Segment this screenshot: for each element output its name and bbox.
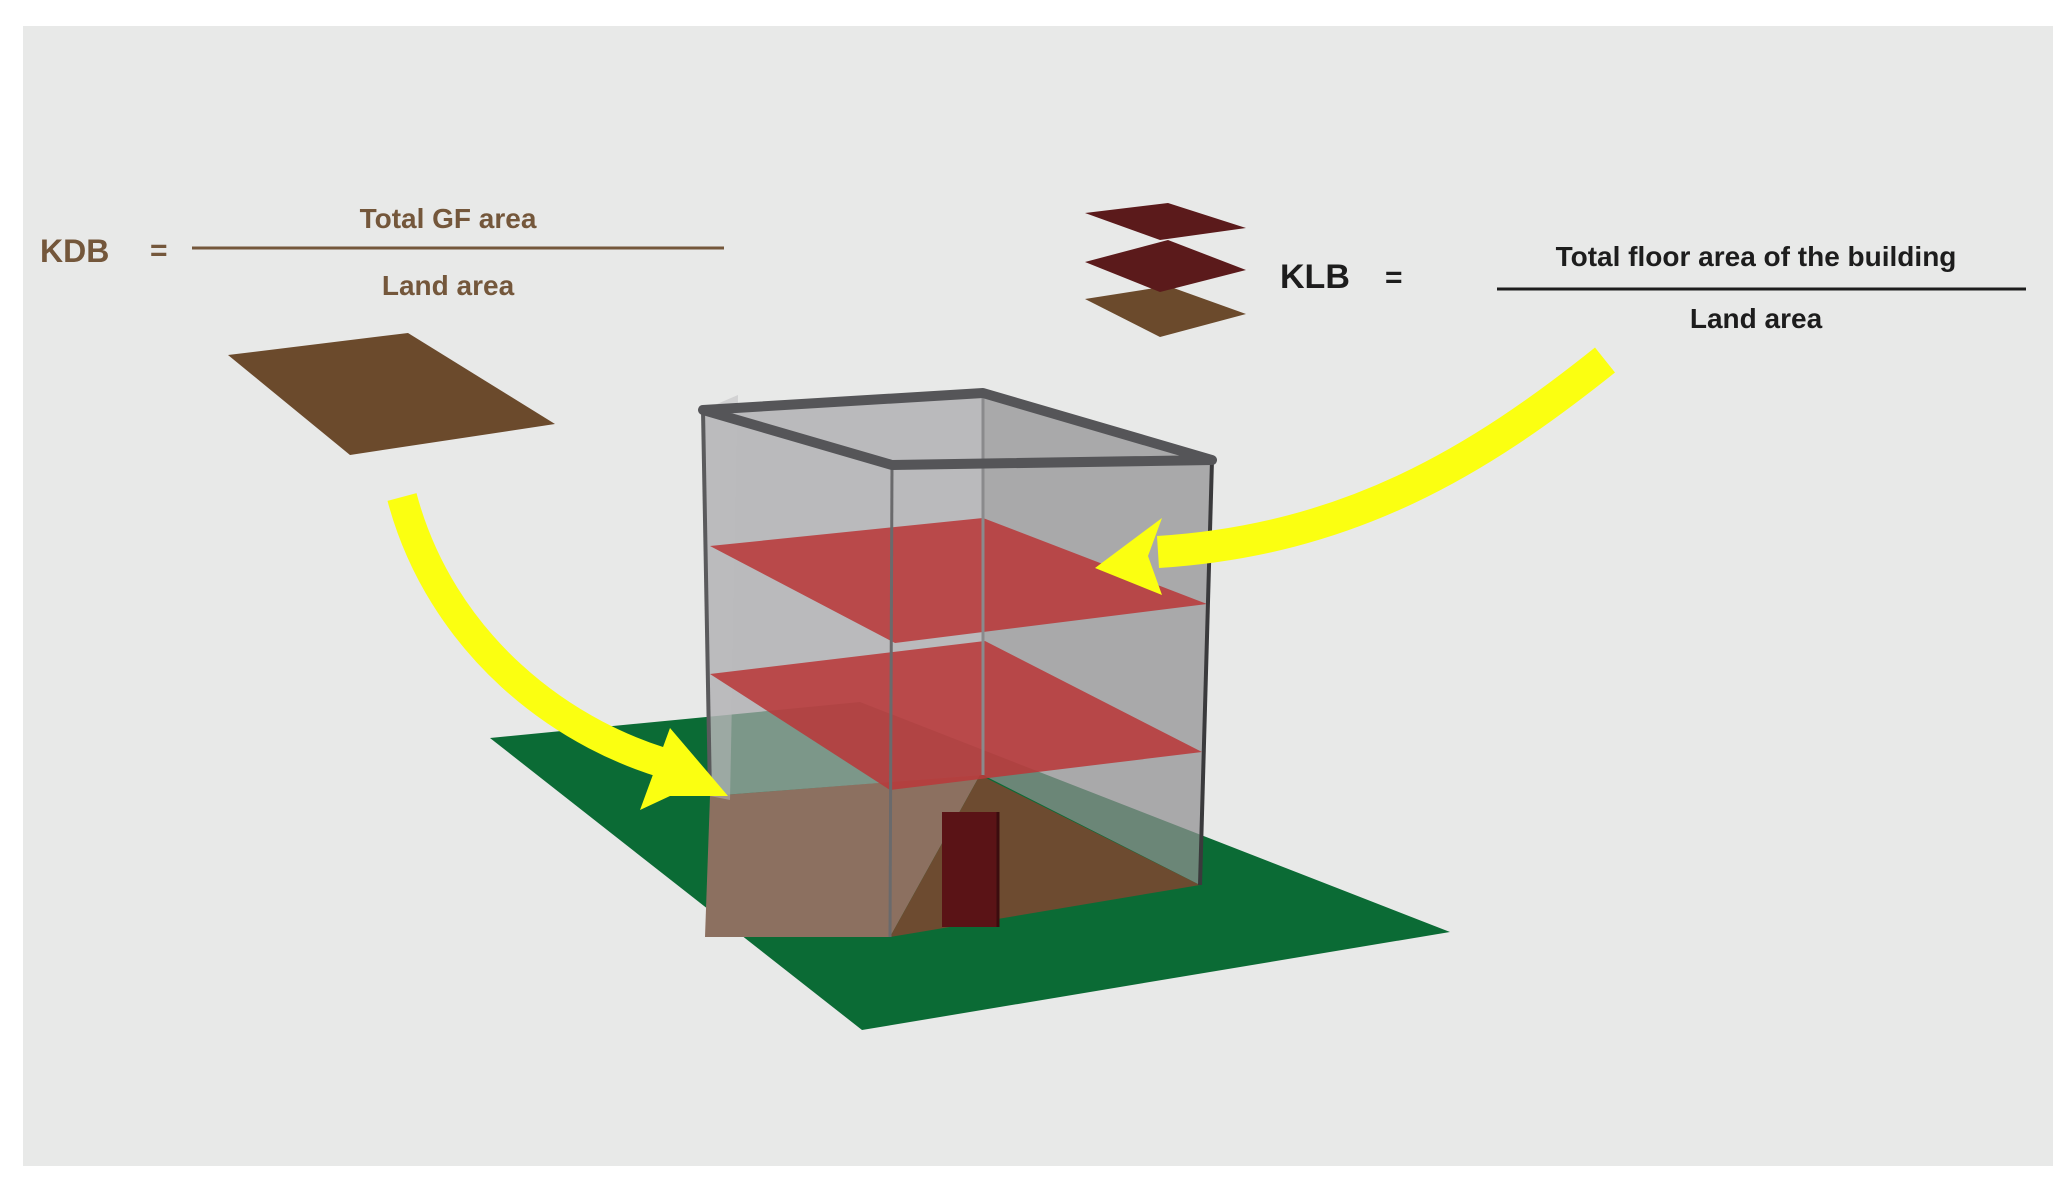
kdb-numerator: Total GF area: [360, 203, 537, 234]
edge-left-vertical: [701, 409, 712, 797]
klb-layer-top: [1085, 203, 1246, 240]
klb-numerator: Total floor area of the building: [1556, 241, 1957, 272]
kdb-label: KDB: [40, 233, 109, 269]
floor-slab-upper: [710, 518, 1207, 643]
kdb-arrow-head: [640, 728, 728, 810]
klb-layer-middle: [1085, 240, 1246, 292]
land-plot-tile: [228, 333, 555, 455]
klb-formula: KLB = Total floor area of the building L…: [1280, 241, 2026, 334]
kdb-denominator: Land area: [382, 270, 515, 301]
building: [698, 388, 1217, 938]
floor-slab-lower: [710, 641, 1202, 790]
door: [942, 812, 998, 927]
kdb-equals-sign: =: [150, 234, 168, 267]
klb-arrow: [1095, 347, 1615, 595]
klb-layer-bottom: [1085, 286, 1246, 337]
kdb-formula: KDB = Total GF area Land area: [40, 203, 724, 301]
glass-wall-outer: [703, 395, 738, 800]
klb-label: KLB: [1280, 258, 1350, 296]
klb-arrow-shaft: [1156, 347, 1615, 568]
klb-denominator: Land area: [1690, 303, 1823, 334]
ground-floor-left: [705, 775, 980, 937]
klb-equals-sign: =: [1385, 261, 1403, 294]
kdb-arrow: [387, 493, 728, 810]
klb-stack-icon: [1085, 203, 1246, 337]
klb-arrow-head: [1095, 518, 1162, 595]
kdb-arrow-shaft: [387, 493, 694, 785]
roof-frame: [698, 388, 1217, 470]
edge-front-vertical: [888, 464, 894, 938]
